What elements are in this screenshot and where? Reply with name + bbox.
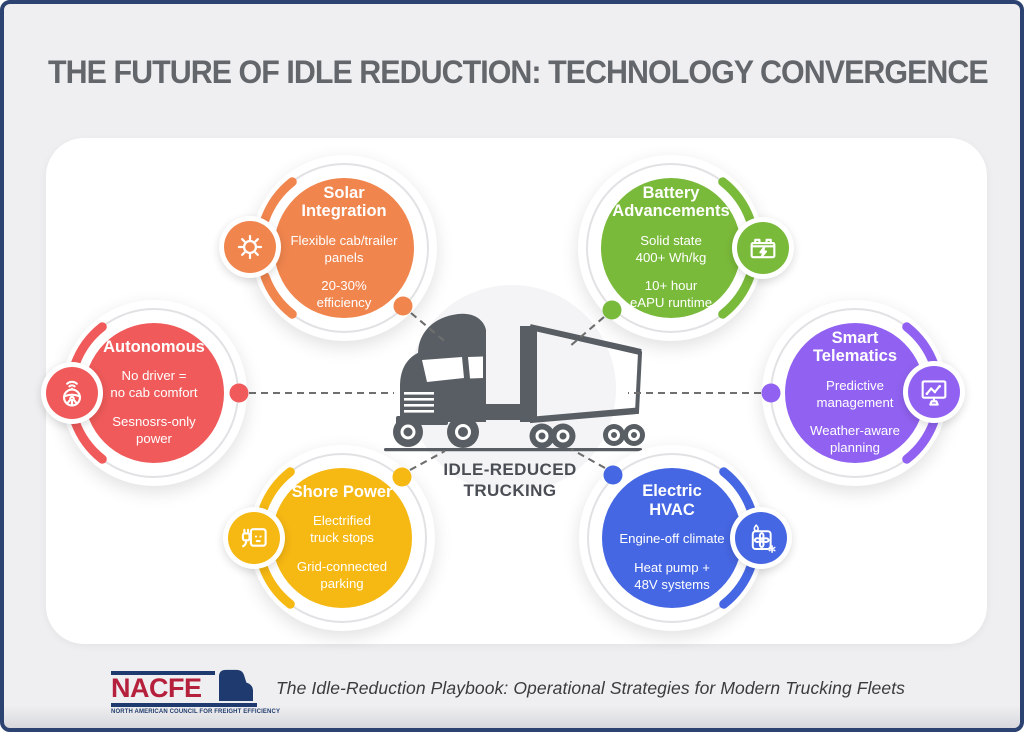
node-icon-badge [903,361,965,423]
page-title: THE FUTURE OF IDLE REDUCTION: TECHNOLOGY… [48,54,989,90]
nacfe-logo: NACFE NORTH AMERICAN COUNCIL FOR FREIGHT… [111,668,280,715]
node-battery-advancements: Battery Advancements Solid state 400+ Wh… [571,148,794,348]
node-line: Electrified truck stops [310,513,374,546]
node-line: Flexible cab/trailer panels [290,232,398,265]
node-line: 20-30% efficiency [316,278,372,311]
node-icon-badge [219,216,281,278]
connector-dot [229,383,249,403]
badge-circle [228,512,280,564]
connector-dot [392,467,412,487]
computer-monitor-icon [921,380,947,406]
node-line: Engine-off climate [619,531,725,547]
node-bubble: Smart Telematics Predictive management W… [785,323,925,463]
node-line: Heat pump + 48V systems [634,560,710,592]
logo-truck-icon [219,669,253,702]
node-line: No driver = no cab comfort [110,368,198,401]
node-line: Solid state 400+ Wh/kg [635,232,707,265]
node-icon-badge [730,507,792,569]
power-plug-icon [241,528,267,548]
node-autonomous: Autonomous No driver = no cab comfort Se… [41,293,254,493]
center-label-line2: TRUCKING [463,480,557,500]
badge-circle [735,512,787,564]
node-title: Shore Power [291,482,393,501]
hvac-fan-icon [751,524,776,553]
badge-circle [737,222,789,274]
node-bubble: Solar Integration Flexible cab/trailer p… [274,178,414,318]
node-icon-badge [41,362,103,424]
connector-dot [393,296,413,316]
node-line: Weather-aware planning [810,423,900,456]
badge-circle [908,366,960,418]
node-electric-hvac: Electric HVAC Engine-off climate Heat pu… [572,438,792,638]
connector-dot [603,465,623,485]
logo-wordmark: NACFE [111,673,202,704]
node-line: Grid-connected parking [296,559,388,592]
logo-subtitle: NORTH AMERICAN COUNCIL FOR FREIGHT EFFIC… [111,709,281,715]
battery-icon [750,238,776,259]
node-shore-power: Shore Power Electrified truck stops Grid… [223,438,442,638]
node-icon-badge [223,507,285,569]
logo-top-bar [111,671,215,676]
sun-icon [237,234,263,260]
node-title: Smart Telematics [812,328,898,366]
center-label: IDLE-REDUCED TRUCKING [404,460,616,501]
node-title: Solar Integration [301,183,387,221]
node-solar-integration: Solar Integration Flexible cab/trailer p… [219,148,444,348]
node-bubble: Shore Power Electrified truck stops Grid… [272,468,412,608]
connector-dot [602,300,622,320]
node-smart-telematics: Smart Telematics Predictive management W… [755,293,965,493]
badge-circle [224,221,276,273]
node-title: Electric HVAC [642,482,702,519]
badge-circle [46,367,98,419]
node-title: Autonomous [103,337,205,356]
node-bubble: Battery Advancements Solid state 400+ Wh… [601,178,741,318]
connector-dot [761,383,781,403]
node-bubble: Autonomous No driver = no cab comfort Se… [84,323,224,463]
node-icon-badge [732,217,794,279]
node-line: 10+ hour eAPU runtime [629,278,713,311]
node-bubble: Electric HVAC Engine-off climate Heat pu… [602,468,742,608]
node-line: Predictive management [816,377,894,410]
node-ring [259,163,429,333]
footer-tagline: The Idle-Reduction Playbook: Operational… [276,678,906,698]
node-line: Sesnosrs-only power [112,414,196,447]
node-title: Battery Advancements [612,183,730,221]
logo-bottom-bar [111,703,257,707]
steering-wheel-icon [63,380,81,407]
center-label-line1: IDLE-REDUCED [443,460,577,479]
